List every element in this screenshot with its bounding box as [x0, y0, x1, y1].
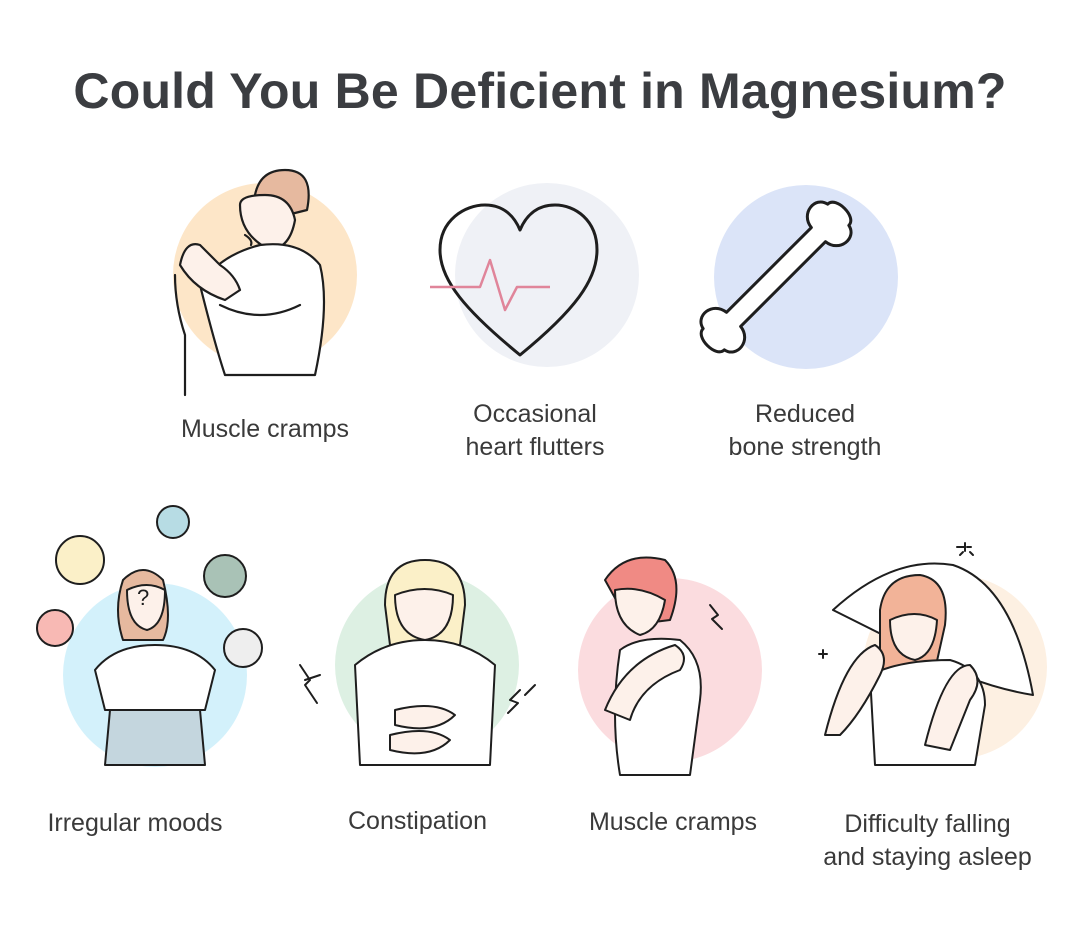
symptom-label: Muscle cramps [180, 415, 350, 443]
symptom-bone-strength: Reduced bone strength [699, 182, 910, 472]
bone-icon [699, 185, 898, 369]
svg-text:?: ? [137, 585, 149, 610]
symptom-label: bone strength [728, 433, 882, 461]
sleepless-icon [818, 542, 1047, 766]
heart-flutter-icon [430, 183, 639, 367]
symptom-label: Constipation [348, 807, 487, 835]
symptom-constipation: Constipation [295, 555, 545, 855]
shoulder-pain-icon [578, 556, 762, 776]
symptom-label: Irregular moods [47, 809, 223, 837]
symptom-muscle-cramps-1: Muscle cramps [160, 165, 370, 465]
symptom-label: Muscle cramps [588, 808, 758, 836]
symptom-heart-flutters: Occasional heart flutters [425, 180, 645, 470]
stomach-ache-icon [299, 559, 536, 766]
symptom-label: Occasional [473, 400, 597, 428]
page-title: Could You Be Deficient in Magnesium? [73, 63, 1007, 119]
mood-faces-icon: ? [36, 505, 263, 767]
symptom-sleep-difficulty: Difficulty falling and staying asleep [805, 535, 1050, 875]
symptom-muscle-cramps-2: Muscle cramps [570, 550, 780, 850]
symptom-label: heart flutters [465, 433, 605, 461]
symptom-irregular-moods: ? Irregular moods [25, 500, 265, 850]
symptom-label: and staying asleep [823, 843, 1032, 871]
symptom-label: Reduced [754, 400, 856, 428]
symptom-label: Difficulty falling [844, 810, 1011, 838]
cramp-hand-icon [173, 168, 357, 397]
